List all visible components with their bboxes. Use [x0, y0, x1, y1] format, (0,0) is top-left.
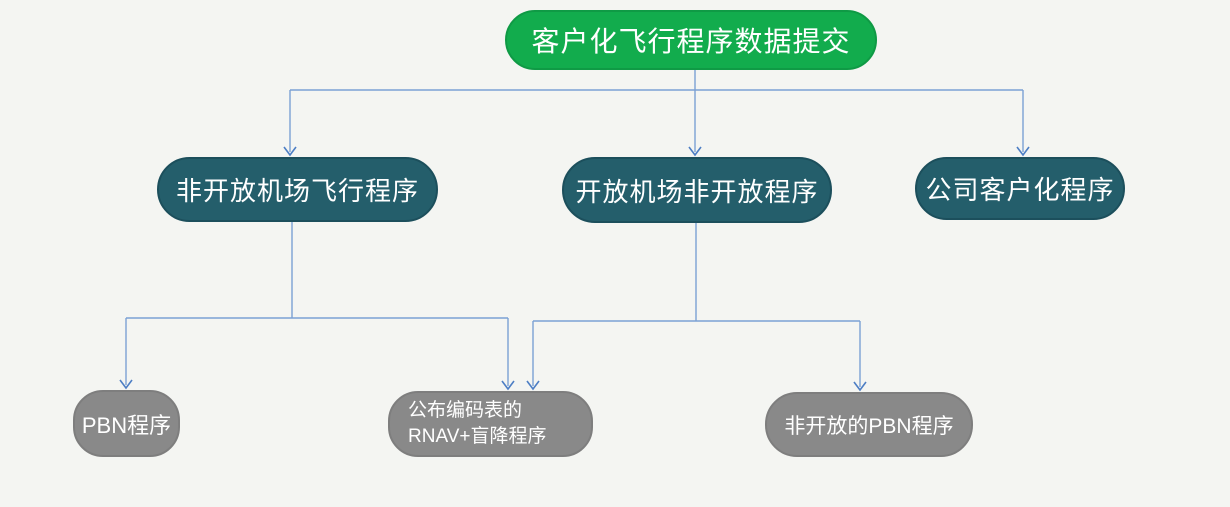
arrowhead-l3-3 [853, 381, 867, 392]
node-l2-1-label: 非开放机场飞行程序 [175, 177, 419, 206]
node-l3-3-label: 非开放的PBN程序 [784, 414, 954, 438]
node-l3-2-label: 公布编码表的 RNAV+盲降程序 [408, 398, 546, 449]
node-l3-1-label: PBN程序 [81, 412, 172, 438]
arrowhead-l2-3 [1016, 146, 1030, 157]
node-published-coding-table-rnav-ils-procedure: 公布编码表的 RNAV+盲降程序 [388, 391, 593, 457]
node-open-airport-non-open-procedure: 开放机场非开放程序 [562, 157, 832, 223]
node-company-customized-procedure: 公司客户化程序 [915, 157, 1125, 220]
node-l3-2-label-line1: 公布编码表的 [408, 400, 523, 422]
arrowhead-l2-2 [688, 146, 702, 157]
node-root-customized-flight-procedure-data-submission: 客户化飞行程序数据提交 [505, 10, 877, 70]
arrowhead-l3-2a [501, 380, 515, 391]
node-pbn-procedure: PBN程序 [73, 390, 180, 457]
node-l2-3-label: 公司客户化程序 [925, 176, 1115, 205]
node-root-label: 客户化飞行程序数据提交 [531, 27, 851, 58]
node-l2-2-label: 开放机场非开放程序 [575, 177, 819, 207]
node-non-open-pbn-procedure: 非开放的PBN程序 [765, 392, 973, 457]
arrowhead-l3-2b [526, 380, 540, 391]
arrowhead-l3-1 [119, 379, 133, 390]
node-non-open-airport-flight-procedure: 非开放机场飞行程序 [157, 157, 438, 222]
arrowhead-l2-1 [283, 146, 297, 157]
node-l3-2-label-line2: RNAV+盲降程序 [408, 426, 547, 447]
